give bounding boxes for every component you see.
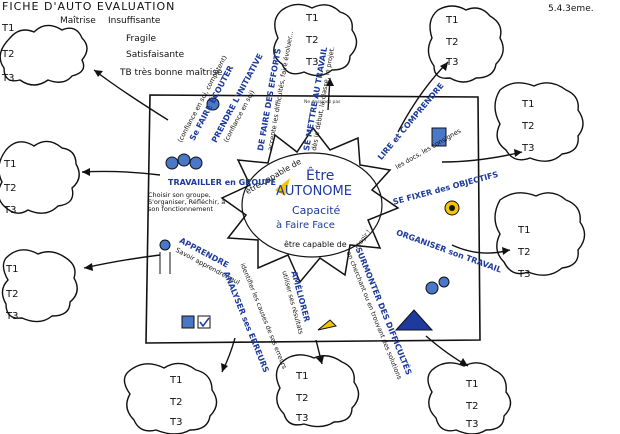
- cloud-bottom-right-t2: T2: [466, 401, 479, 412]
- cloud-top-center-t2: T2: [306, 35, 319, 46]
- center-line-6: être capable de: [284, 240, 347, 249]
- cloud-right-low-t2: T2: [518, 247, 531, 258]
- center-oval: [241, 152, 383, 258]
- level-letter-3: S: [126, 50, 132, 60]
- mountain-icon: [394, 309, 434, 331]
- cloud-bottom-center-t1: T1: [296, 371, 309, 382]
- level-letter-1: I: [108, 16, 111, 26]
- cloud-right-low-t3: T3: [518, 269, 531, 280]
- class-label: 5.4.3eme.: [548, 4, 594, 14]
- level-row-4: TB très bonne maîtrise.: [120, 68, 225, 78]
- cloud-left-mid: [0, 140, 80, 214]
- cloud-bottom-left-t2: T2: [170, 397, 183, 408]
- level-row-2: Fragile: [126, 34, 156, 44]
- person-icon: [159, 239, 171, 251]
- center-line-3: AUTONOME: [276, 184, 352, 199]
- mini-label: Ne dessinez pas: [304, 100, 341, 105]
- cloud-bottom-left-t3: T3: [170, 417, 183, 428]
- cloud-left-low-t1: T1: [6, 264, 19, 275]
- cloud-bottom-center-t2: T2: [296, 393, 309, 404]
- level-label-2: ragile: [130, 34, 156, 44]
- lightbulb-icon: [206, 97, 220, 111]
- center-accent: [275, 178, 290, 196]
- cloud-left-mid-t3: T3: [4, 205, 17, 216]
- cloud-right-low: [494, 192, 586, 276]
- cloud-top-left: [0, 24, 88, 86]
- cloud-top-left-t2: T2: [2, 49, 15, 60]
- group-people-icon: [165, 156, 179, 170]
- cloud-top-left-t3: T3: [2, 73, 15, 84]
- cloud-right-mid-t3: T3: [522, 143, 535, 154]
- icons: [159, 97, 460, 331]
- rocket-icon: [317, 319, 337, 331]
- cloud-top-center: [273, 3, 358, 77]
- cloud-left-low-t3: T3: [6, 311, 19, 322]
- checkbox2-icon: [197, 315, 211, 329]
- cloud-bottom-center: [275, 354, 360, 428]
- book-icon: [431, 127, 447, 147]
- level-label-3: atisfaisante: [131, 50, 185, 60]
- cloud-group: [0, 3, 586, 434]
- cloud-left-mid-t2: T2: [4, 183, 17, 194]
- cloud-left-mid-t1: T1: [4, 159, 17, 170]
- skill-travailler-groupe: TRAVAILLER en GROUPE: [168, 178, 276, 187]
- cloud-bottom-left-t1: T1: [170, 375, 183, 386]
- level-row-3: Satisfaisante: [126, 50, 184, 60]
- level-letter-4: TB: [120, 68, 132, 78]
- center-line-2: Être: [306, 168, 335, 184]
- cloud-top-center-t3: T3: [306, 57, 319, 68]
- cloud-bottom-right-t3: T3: [466, 419, 479, 430]
- cloud-bottom-left: [123, 362, 218, 434]
- arrow-right-mid: [441, 151, 523, 163]
- cloud-left-low: [1, 249, 78, 323]
- level-label-1: nsuffisante: [110, 16, 161, 26]
- cloud-right-mid-t1: T1: [522, 99, 535, 110]
- maitrise-label: Maîtrise: [60, 16, 96, 26]
- checkbox-icon: [181, 315, 195, 329]
- sheet-title: FICHE D'AUTO EVALUATION: [2, 0, 176, 13]
- cloud-top-center-t1: T1: [306, 13, 319, 24]
- skill-travailler-groupe-desc: Choisir son groupe, S'organiser, Réfléch…: [148, 191, 226, 214]
- cloud-top-right-t1: T1: [446, 15, 459, 26]
- arrowheads: [82, 62, 522, 372]
- level-row-1: Insuffisante: [108, 16, 160, 26]
- cloud-right-mid-t2: T2: [522, 121, 535, 132]
- cloud-top-right-t2: T2: [446, 37, 459, 48]
- cloud-bottom-right: [427, 362, 512, 434]
- center-line-4: Capacité: [292, 204, 341, 217]
- cloud-bottom-right-t1: T1: [466, 379, 479, 390]
- level-letter-2: F: [126, 34, 131, 44]
- cloud-left-low-t2: T2: [6, 289, 19, 300]
- center-line-5: à Faire Face: [276, 220, 335, 231]
- cloud-right-mid: [494, 82, 584, 162]
- cloud-top-right-t3: T3: [446, 57, 459, 68]
- cloud-top-left-t1: T1: [2, 23, 15, 34]
- cloud-bottom-center-t3: T3: [296, 413, 309, 424]
- level-label-4: très bonne maîtrise.: [134, 68, 226, 78]
- gears-icon: [425, 281, 439, 295]
- cloud-right-low-t1: T1: [518, 225, 531, 236]
